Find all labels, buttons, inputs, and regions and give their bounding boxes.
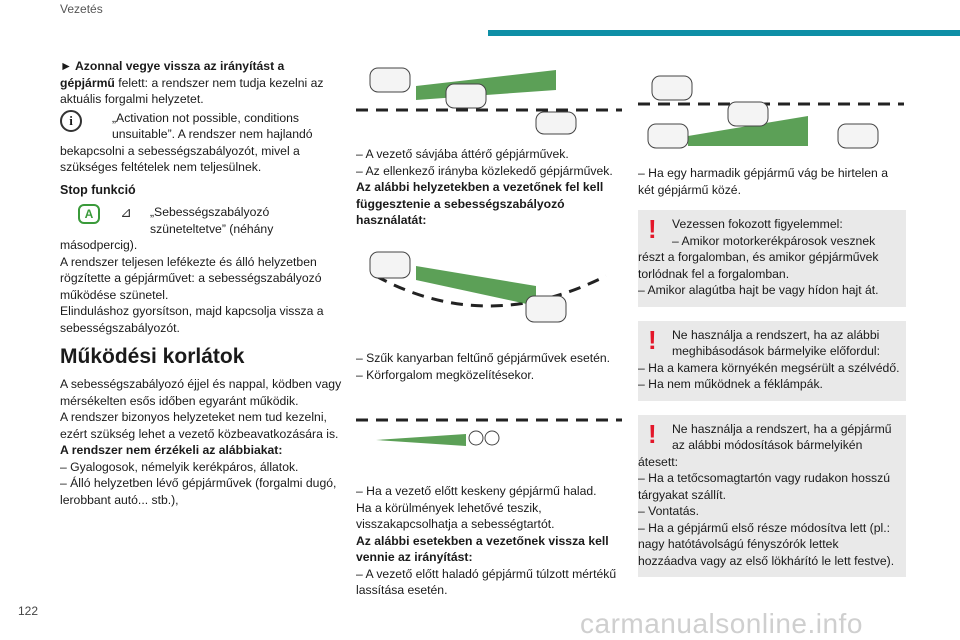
warning-icon: ! <box>648 214 657 244</box>
page-number: 122 <box>18 604 39 618</box>
paragraph-take-control: ► Azonnal vegye vissza az irányítást a g… <box>60 59 324 106</box>
warning-box-1: ! Vezessen fokozott figyelemmel: – Amiko… <box>638 210 906 307</box>
header-accent-bar <box>488 30 960 36</box>
column-3: – Ha egy harmadik gépjármű vág be hirtel… <box>638 165 906 591</box>
watermark: carmanualsonline.info <box>580 608 863 639</box>
warning-box-2: ! Ne használja a rendszert, ha az alábbi… <box>638 320 906 401</box>
limits-title: Működési korlátok <box>60 345 245 368</box>
column-2-mid: – Szűk kanyarban feltűnő gépjárművek ese… <box>356 351 611 382</box>
info-icon: i <box>60 109 82 132</box>
illustration-lane-change <box>356 67 622 135</box>
column-2: – A vezető sávjába áttérő gépjárművek. –… <box>356 147 613 227</box>
illustration-narrow-vehicle <box>356 418 622 446</box>
stop-function-title: Stop funkció <box>60 182 136 197</box>
illustration-cut-in <box>638 75 904 149</box>
warning-icon: ! <box>648 418 657 449</box>
warning-box-3: ! Ne használja a rendszert, ha a gépjárm… <box>638 414 906 577</box>
info-note: i „Activation not possible, conditions u… <box>60 109 313 174</box>
warning-icon: ! <box>648 324 657 355</box>
column-1: ► Azonnal vegye vissza az irányítást a g… <box>60 59 342 507</box>
illustration-curve <box>369 251 607 323</box>
auto-stop-icon: A <box>78 204 100 224</box>
cruise-control-icon: ⊿ <box>120 204 132 220</box>
header-title: Vezetés <box>60 2 103 16</box>
column-2-bottom: – Ha a vezető előtt keskeny gépjármű hal… <box>356 484 617 597</box>
